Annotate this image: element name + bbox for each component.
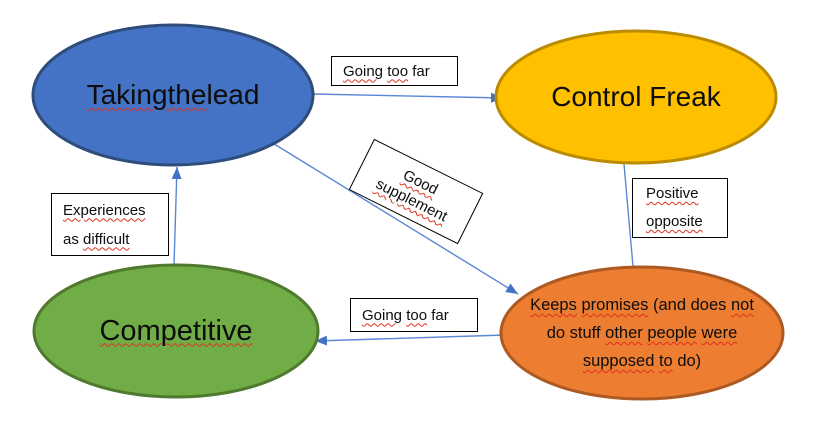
text-line: Positive <box>646 180 699 208</box>
node-keeps-promises[interactable] <box>499 265 785 401</box>
text-segment: as <box>63 230 84 248</box>
edge-label-positive-opposite[interactable]: Positive opposite <box>632 178 728 238</box>
text-segment: Experiences <box>63 201 146 219</box>
text-segment: Going <box>343 62 384 80</box>
node-taking-the-lead[interactable] <box>31 23 315 167</box>
text-segment: too <box>387 62 409 80</box>
node-control-freak[interactable] <box>494 29 778 165</box>
arrow-lead-to-promises[interactable] <box>270 141 519 295</box>
arrow-promises-to-competitive[interactable] <box>314 334 506 346</box>
text-segment: too <box>406 306 428 324</box>
text-segment: far <box>408 62 430 80</box>
edge-label-experiences-as-difficult[interactable]: Experiences as difficult <box>51 193 169 256</box>
text-segment: far <box>427 306 449 324</box>
text-segment: opposite <box>646 213 703 230</box>
edge-label-text: Going too far <box>362 307 449 324</box>
edge-label-text: Going too far <box>343 63 430 80</box>
text-segment: difficult <box>83 230 130 248</box>
text-line: opposite <box>646 208 703 236</box>
edge-label-going-too-far-bottom[interactable]: Going too far <box>350 298 478 332</box>
text-segment: Going <box>362 306 403 324</box>
arrow-control-to-promises[interactable] <box>623 163 638 279</box>
arrow-competitive-to-lead[interactable] <box>171 166 182 266</box>
arrow-lead-to-control[interactable] <box>312 92 504 103</box>
text-line: Experiences <box>63 196 146 225</box>
text-line: as difficult <box>63 225 129 254</box>
edge-label-going-too-far-top[interactable]: Going too far <box>331 56 458 86</box>
text-segment: Positive <box>646 185 699 202</box>
node-competitive[interactable] <box>32 263 320 399</box>
